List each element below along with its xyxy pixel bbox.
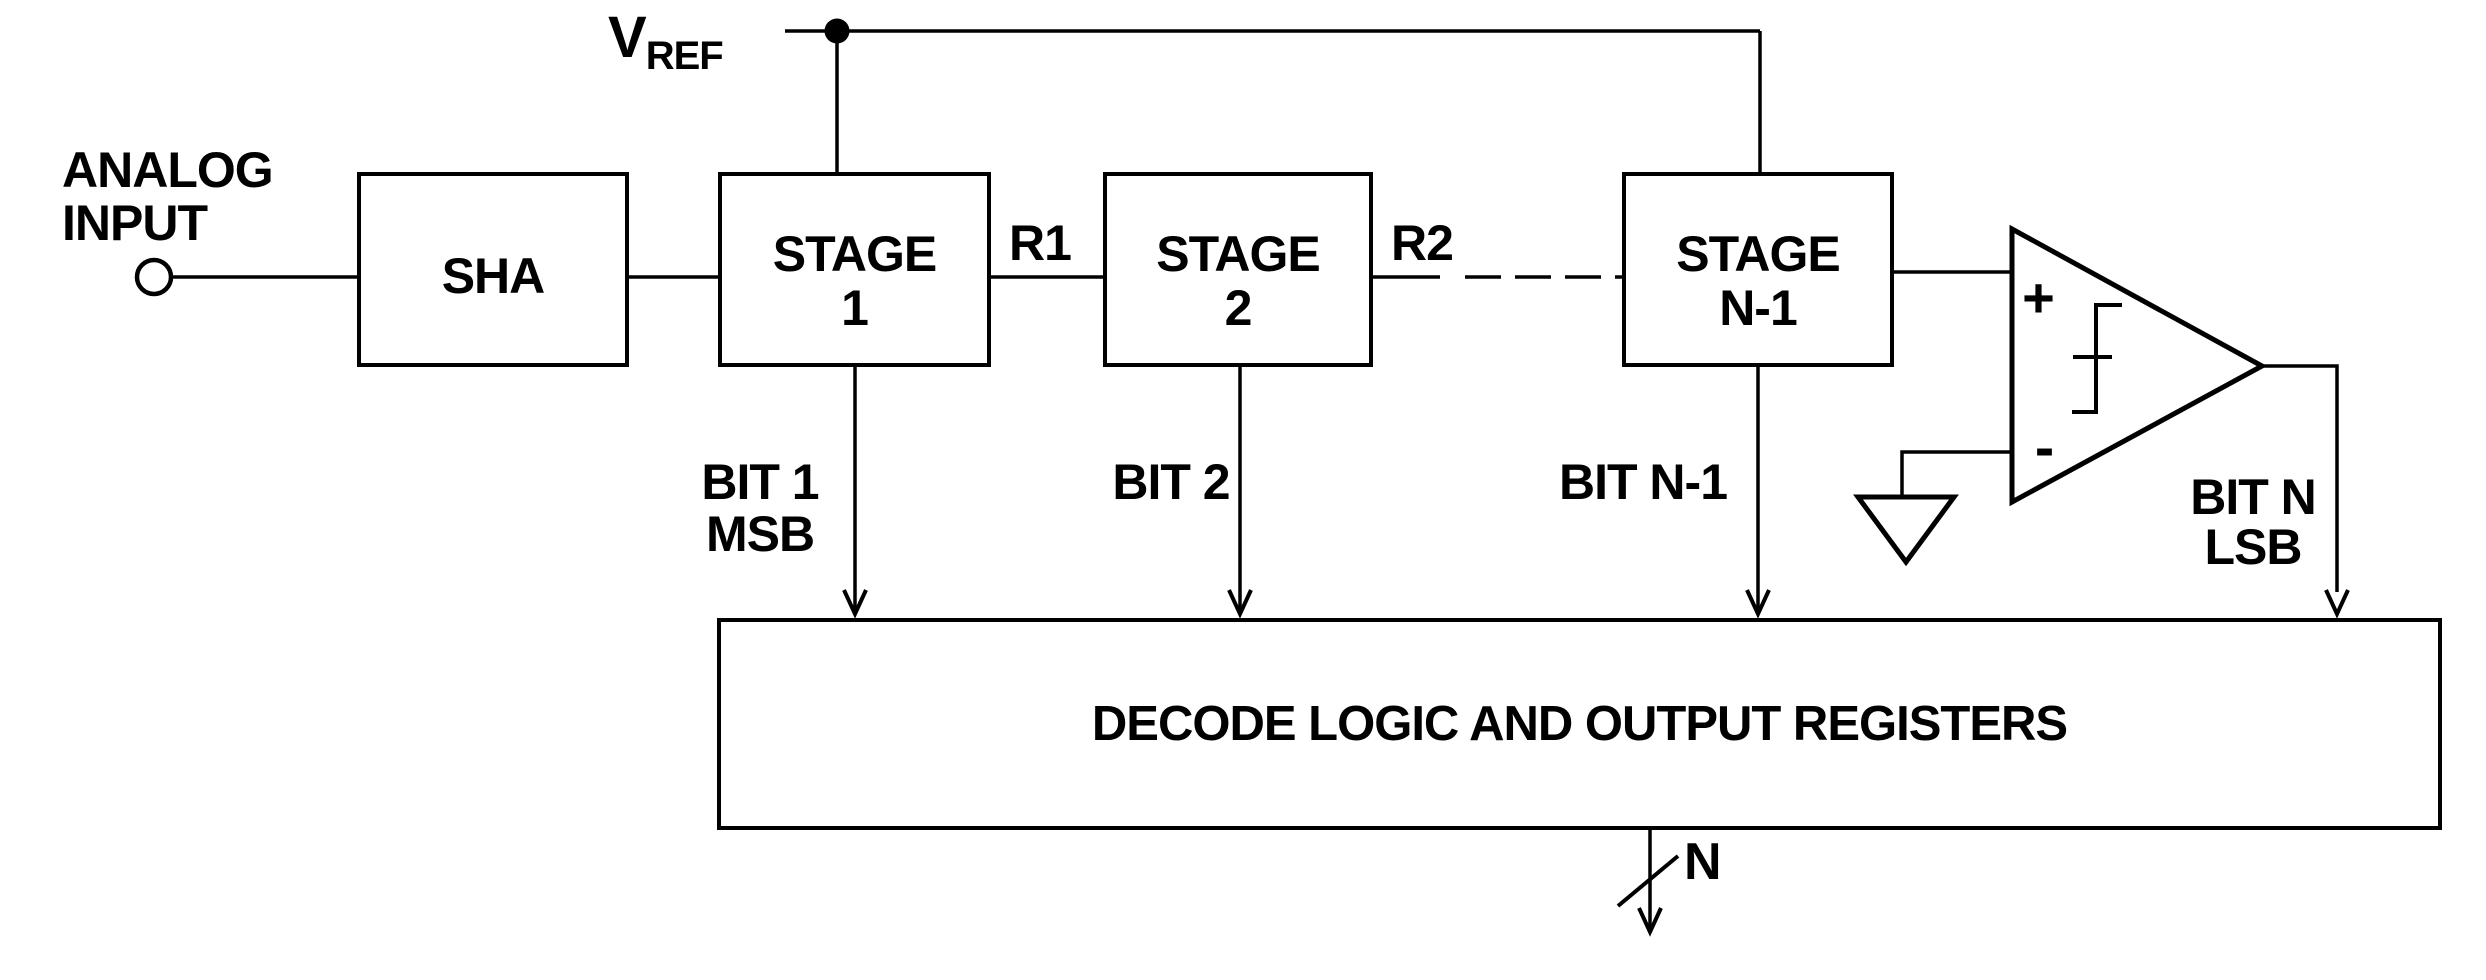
output-bus-arrowhead-icon bbox=[1637, 907, 1663, 937]
comparator-triangle bbox=[2009, 224, 2268, 507]
comparator-hysteresis-icon bbox=[2072, 303, 2122, 414]
comparator-minus-label: - bbox=[2034, 415, 2054, 480]
r2-label: R2 bbox=[1391, 215, 1454, 271]
stage-n1-label-line2: N-1 bbox=[1719, 279, 1798, 336]
bit-n-arrowhead-icon bbox=[2324, 589, 2350, 619]
bit-2-arrowhead-icon bbox=[1227, 589, 1253, 619]
bit-n-label: BIT N LSB bbox=[2190, 469, 2317, 575]
bit-n-label-line2: LSB bbox=[2204, 519, 2302, 575]
bus-width-label: N bbox=[1684, 833, 1722, 891]
vref-label: VREF bbox=[608, 9, 724, 79]
sha-box: SHA bbox=[357, 172, 629, 367]
comparator-minus-wire bbox=[1900, 450, 2012, 497]
input-terminal-circle bbox=[134, 257, 174, 297]
bit-n-wire bbox=[2262, 364, 2339, 592]
stage-n1-box: STAGE N-1 bbox=[1622, 172, 1894, 367]
bit-2-label-line1: BIT 2 bbox=[1112, 454, 1230, 510]
vref-main-text: V bbox=[608, 5, 647, 70]
bit-n1-label: BIT N-1 bbox=[1559, 454, 1728, 510]
bit-1-label-line2: MSB bbox=[705, 506, 815, 562]
sha-box-label: SHA bbox=[441, 247, 546, 304]
bit-n1-label-line1: BIT N-1 bbox=[1559, 454, 1728, 510]
stage-2-label-line1: STAGE bbox=[1156, 225, 1321, 282]
stage-1-label-line1: STAGE bbox=[772, 225, 938, 282]
stage-1-box: STAGE 1 bbox=[718, 172, 991, 367]
stage-n1-label-line1: STAGE bbox=[1676, 225, 1841, 282]
stage-2-label-line2: 2 bbox=[1224, 279, 1253, 336]
vref-subscript-text: REF bbox=[645, 34, 724, 78]
analog-input-label: ANALOG INPUT bbox=[62, 142, 274, 251]
decode-logic-label: DECODE LOGIC AND OUTPUT REGISTERS bbox=[1091, 697, 2068, 751]
bus-width-slash-icon bbox=[1616, 854, 1680, 908]
decode-logic-box: DECODE LOGIC AND OUTPUT REGISTERS bbox=[717, 618, 2442, 830]
bit-2-label: BIT 2 bbox=[1112, 454, 1230, 510]
bit-n1-arrowhead-icon bbox=[1745, 589, 1771, 619]
r1-label: R1 bbox=[1009, 215, 1072, 271]
comparator-plus-label: + bbox=[2022, 266, 2055, 329]
vref-junction-dot bbox=[824, 18, 850, 44]
stage-2-box: STAGE 2 bbox=[1103, 172, 1373, 367]
analog-input-line2: INPUT bbox=[62, 195, 208, 251]
bit-1-arrowhead-icon bbox=[842, 589, 868, 619]
bit-1-label: BIT 1 MSB bbox=[701, 454, 819, 562]
stage-1-label-line2: 1 bbox=[841, 279, 869, 336]
bit-1-label-line1: BIT 1 bbox=[701, 454, 819, 510]
ground-icon bbox=[1853, 494, 1959, 567]
analog-input-line1: ANALOG bbox=[62, 142, 274, 198]
bit-n-label-line1: BIT N bbox=[2190, 469, 2317, 525]
